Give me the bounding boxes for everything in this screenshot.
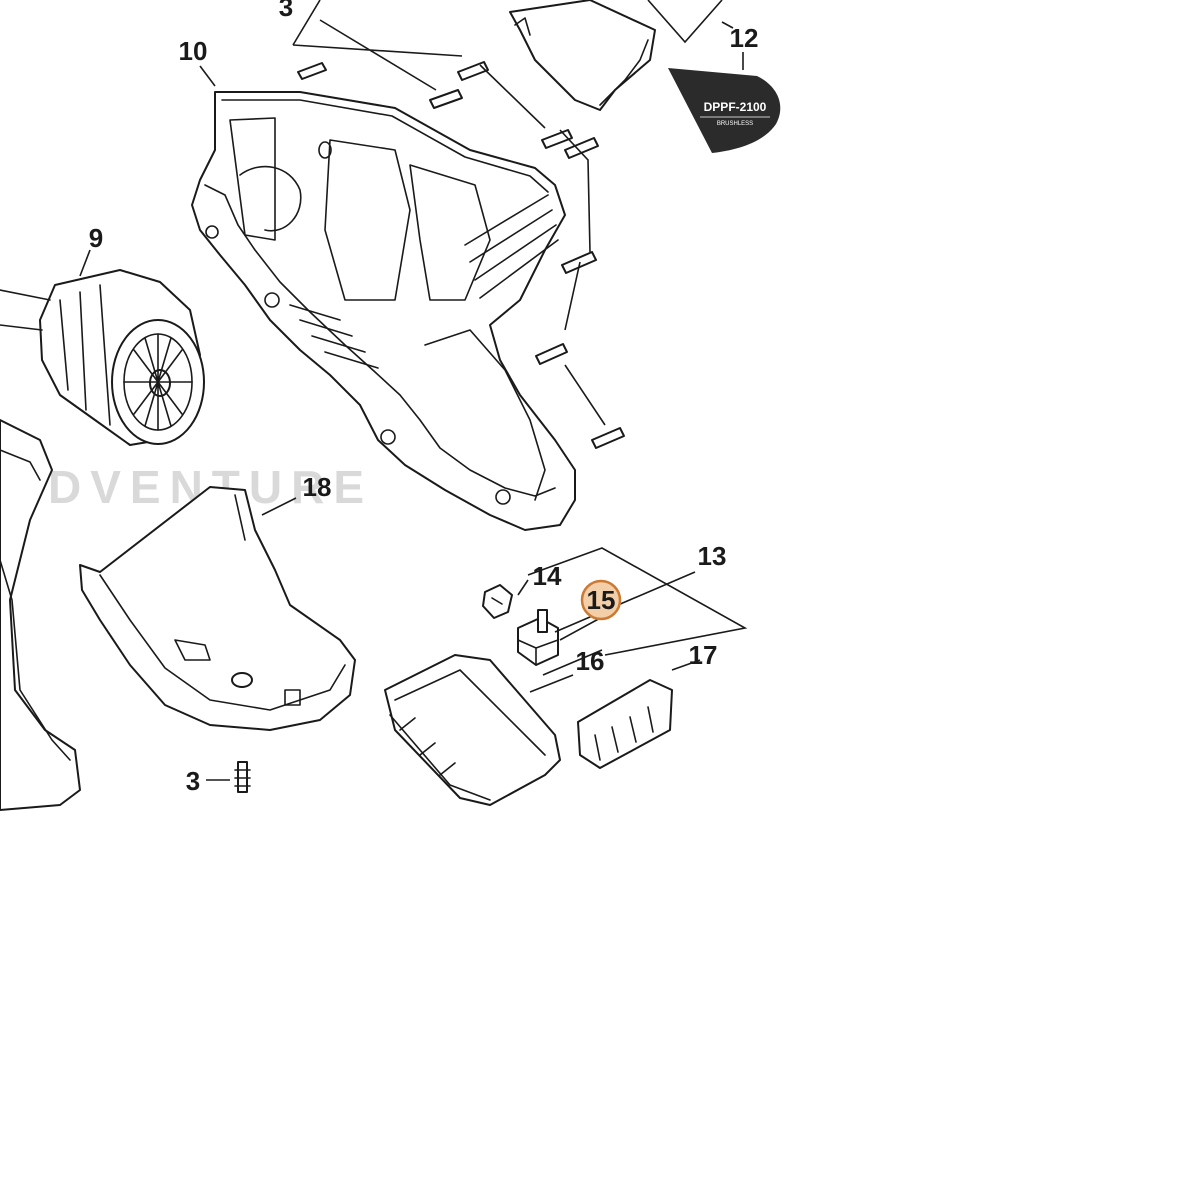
callout-14: 14: [533, 561, 562, 591]
decal-subtitle-text: BRUSHLESS: [717, 121, 753, 127]
callout-15[interactable]: 15: [587, 585, 616, 615]
callout-10: 10: [179, 36, 208, 66]
callout-labels: 3 10 12 9 18 14 13 16 17 3: [89, 0, 759, 796]
clip-part: [482, 584, 513, 619]
callout-17: 17: [689, 640, 718, 670]
connector-part: [577, 679, 673, 769]
screws-part: [234, 61, 625, 793]
callout-3-bottom: 3: [186, 766, 200, 796]
highlight-circle[interactable]: [580, 579, 622, 621]
motor-part: [0, 269, 205, 446]
decal-model-text: DPPF-2100: [704, 100, 767, 114]
callout-12: 12: [730, 23, 759, 53]
leader-lines: [79, 0, 748, 781]
callout-18: 18: [303, 472, 332, 502]
highlighted-callout[interactable]: 15: [580, 579, 622, 621]
callout-13: 13: [698, 541, 727, 571]
switch-part: [517, 609, 559, 666]
callout-3-top: 3: [279, 0, 293, 22]
lower-cover-part: [79, 486, 356, 731]
handle-fragment-part: [0, 419, 81, 811]
control-box-part: [384, 654, 561, 806]
callout-16: 16: [576, 646, 605, 676]
top-guard-part: [509, 0, 656, 111]
model-decal-part: DPPF-2100 BRUSHLESS: [668, 68, 781, 153]
callout-9: 9: [89, 223, 103, 253]
main-housing-part: [191, 91, 576, 531]
